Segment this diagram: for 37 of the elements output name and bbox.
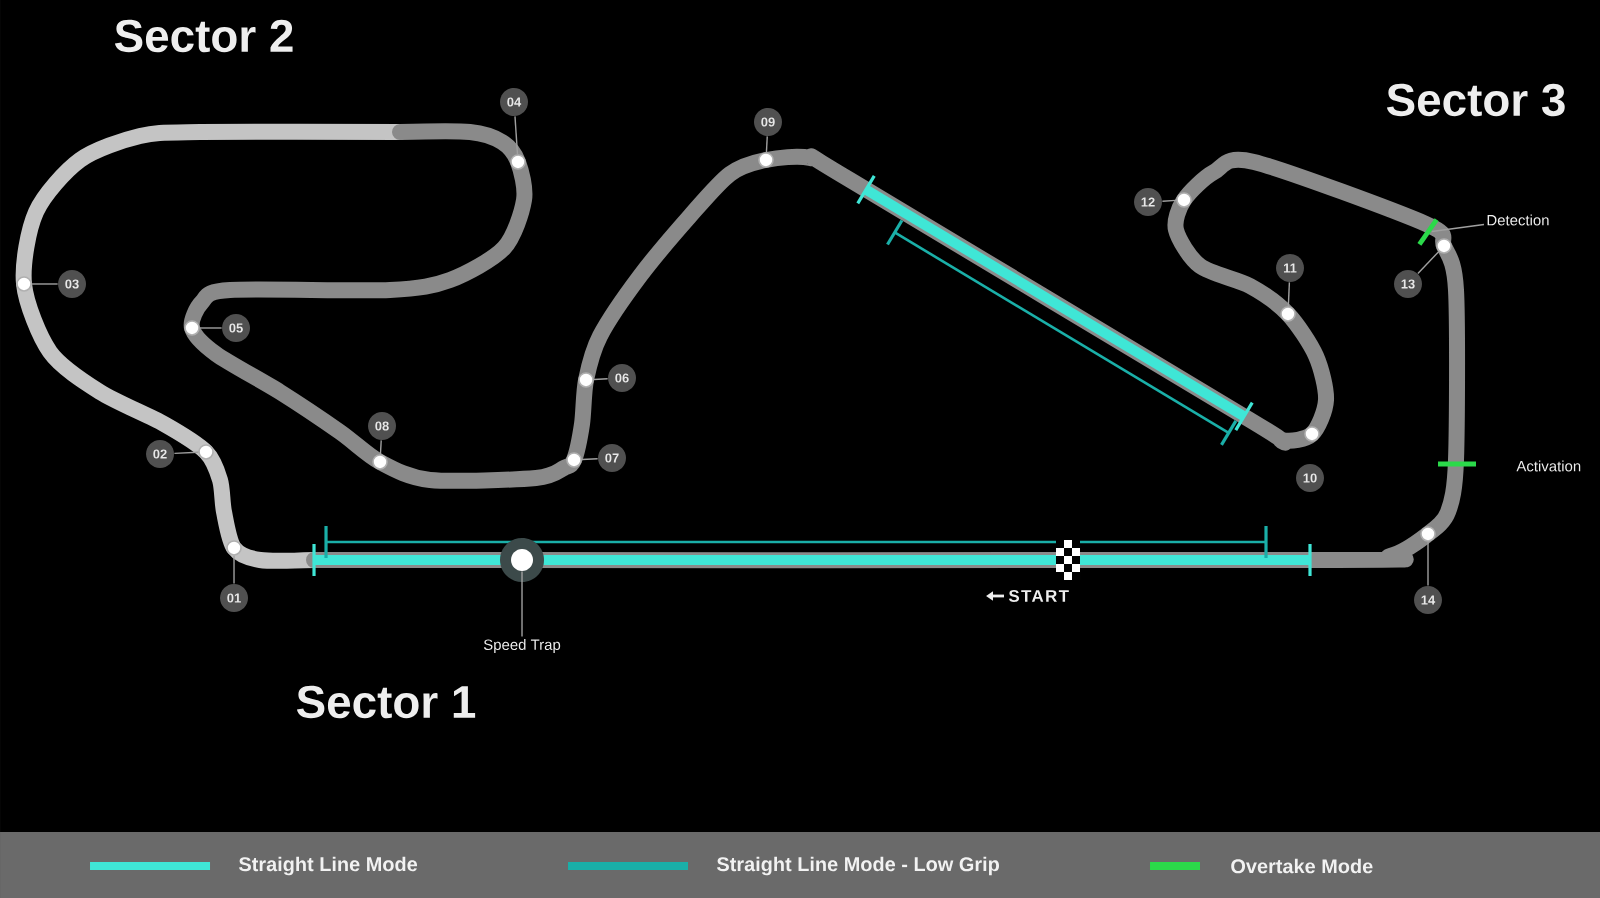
sector-heading: Sector 3 [1386, 83, 1565, 117]
leader-line [31, 283, 59, 285]
leader-line [514, 115, 519, 155]
leader-line [521, 570, 523, 638]
leader-line [1417, 250, 1440, 275]
legend-label: Overtake Mode [1231, 858, 1373, 874]
leader-line [233, 555, 235, 585]
leader-line [581, 458, 599, 461]
corner-marker [1176, 192, 1192, 208]
leader-line [1287, 281, 1291, 307]
corner-marker [578, 372, 594, 388]
sector-heading: Sector 1 [296, 685, 476, 719]
leader-line [593, 378, 609, 381]
corner-marker [510, 154, 526, 170]
corner-marker [566, 452, 582, 468]
leader-line [379, 439, 382, 455]
legend-label: Straight Line Mode - Low Grip [716, 856, 999, 876]
corner-marker [372, 454, 388, 470]
overtake-marker [1417, 218, 1439, 246]
corner-marker [1280, 306, 1296, 322]
corner-marker [184, 320, 200, 336]
start-label: START [1008, 590, 1069, 602]
speed-trap-marker [500, 538, 544, 582]
leader-line [1161, 199, 1177, 202]
leader-line [199, 327, 223, 329]
corner-marker [1436, 238, 1452, 254]
leader-line [173, 451, 199, 455]
leader-line [1427, 541, 1429, 587]
corner-marker [226, 540, 242, 556]
legend-label: Straight Line Mode [239, 856, 418, 876]
corner-marker [758, 152, 774, 168]
leader-line [765, 135, 768, 153]
sector-heading: Sector 2 [114, 19, 293, 53]
corner-marker [16, 276, 32, 292]
corner-marker [1420, 526, 1436, 542]
leader-line [1431, 223, 1485, 233]
corner-marker [198, 444, 214, 460]
